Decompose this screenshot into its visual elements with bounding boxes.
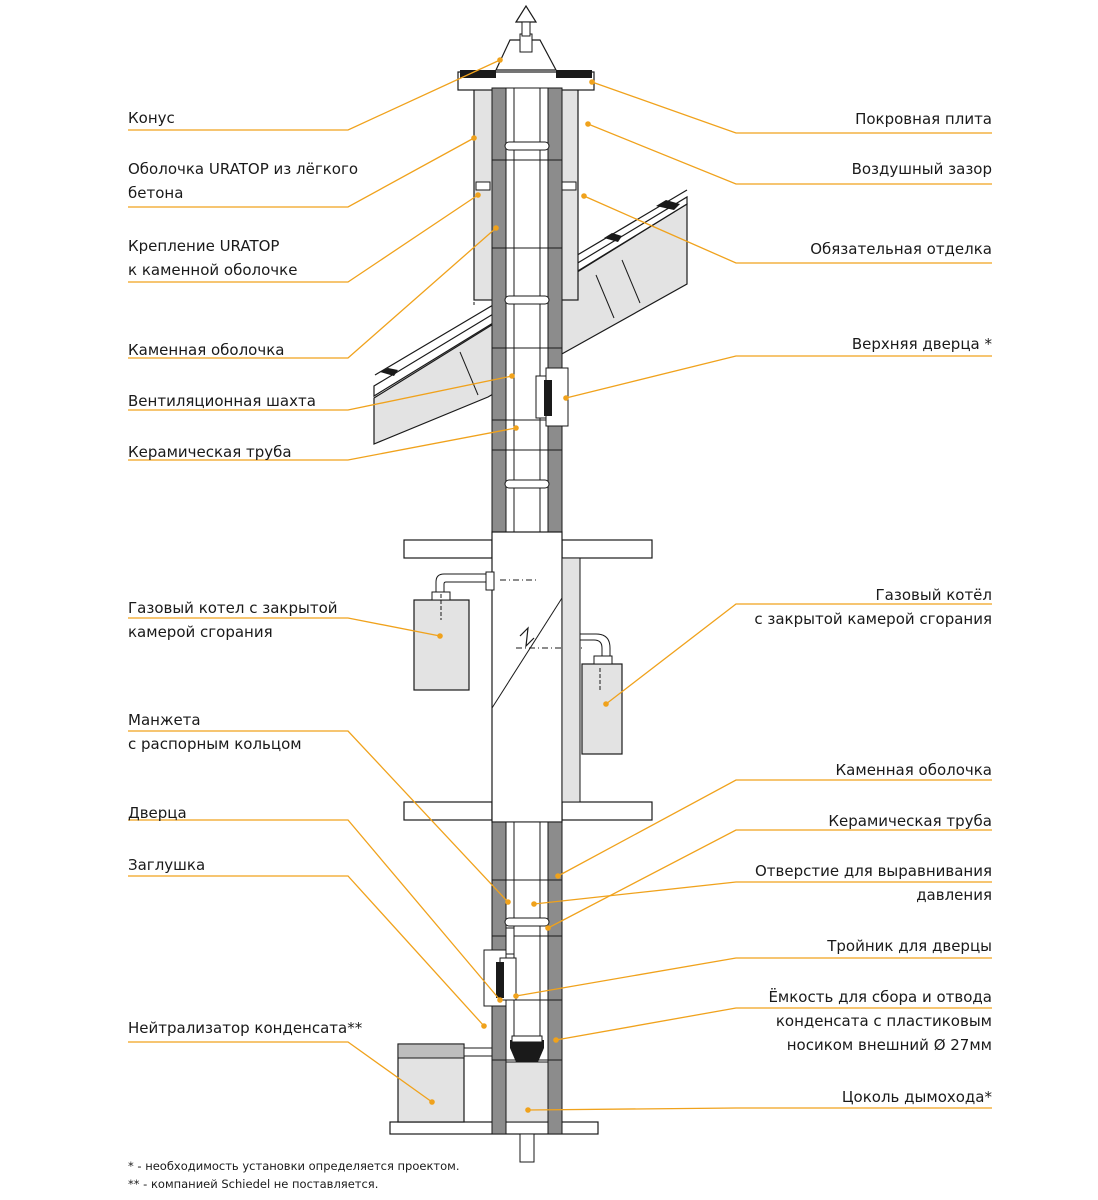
leader-dots	[429, 57, 609, 1113]
leader-lines	[128, 59, 992, 1111]
gas-boilers	[413, 571, 623, 755]
label-cover-plate: Покровная плита	[855, 110, 992, 128]
label-neutralizer: Нейтрализатор конденсата**	[128, 1019, 363, 1037]
label-ceramic-pipe-top: Керамическая труба	[128, 443, 292, 461]
label-plug: Заглушка	[128, 856, 206, 874]
lower-chimney	[397, 821, 563, 1163]
label-door-tee: Тройник для дверцы	[827, 937, 992, 955]
label-door: Дверца	[128, 804, 187, 822]
upper-chimney	[491, 87, 569, 533]
label-ceramic-pipe-bottom: Керамическая труба	[828, 812, 992, 830]
label-air-gap: Воздушный зазор	[851, 160, 992, 178]
footnote-2: ** - компанией Schiedel не поставляется.	[128, 1177, 379, 1191]
label-vent-shaft: Вентиляционная шахта	[128, 392, 316, 410]
label-finish: Обязательная отделка	[810, 240, 992, 258]
label-stone-shell-top: Каменная оболочка	[128, 341, 285, 359]
label-upper-door: Верхняя дверца *	[851, 335, 992, 353]
label-chimney-base: Цоколь дымохода*	[841, 1088, 992, 1106]
label-konus: Конус	[128, 109, 175, 127]
label-stone-shell-bottom: Каменная оболочка	[835, 761, 992, 779]
chimney-break-section	[491, 531, 582, 823]
footnote-1: * - необходимость установки определяется…	[128, 1159, 460, 1173]
cover-and-cone	[457, 4, 595, 124]
